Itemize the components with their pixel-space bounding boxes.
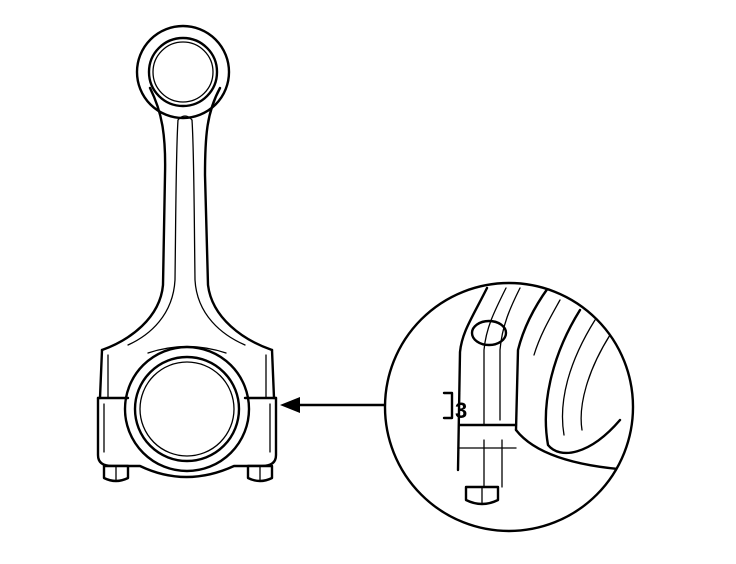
detail-identification-mark: 3 — [455, 398, 467, 423]
connecting-rod — [96, 24, 278, 483]
small-end-outer — [135, 24, 231, 120]
detail-oil-hole — [470, 319, 508, 347]
rod-beam — [100, 86, 274, 352]
indicator-arrow — [280, 397, 388, 413]
detail-view: 3 — [383, 281, 635, 533]
rod-big-end-upper — [98, 348, 276, 400]
detail-bore-edge — [544, 308, 622, 455]
rod-beam-channel — [127, 119, 246, 346]
detail-circle — [383, 281, 635, 533]
rod-cap — [96, 396, 278, 479]
small-end-bore — [147, 36, 219, 108]
big-end-outer-ring — [123, 345, 251, 473]
arrow-head — [280, 397, 300, 413]
big-end-bore — [133, 355, 241, 463]
